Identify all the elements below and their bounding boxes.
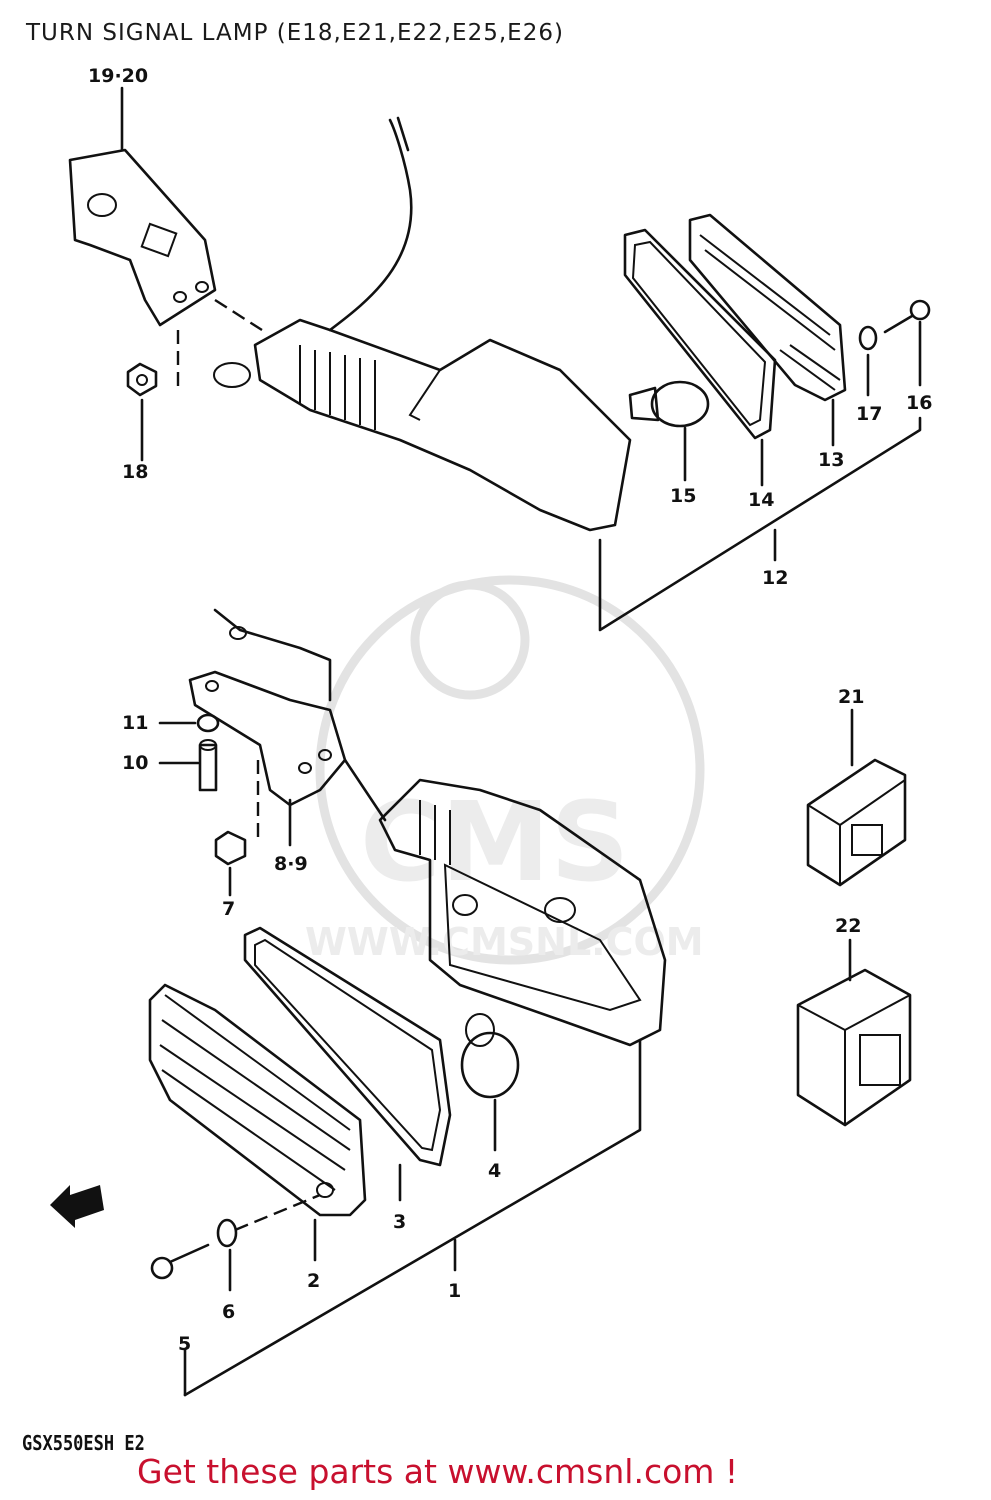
bulb-4: [460, 1013, 520, 1099]
gasket-3: [243, 926, 452, 1167]
label-1: 1: [448, 1280, 461, 1302]
turn-signal-body-upper: [213, 116, 632, 532]
label-22: 22: [835, 915, 861, 937]
screw-5: [150, 1243, 210, 1280]
label-4: 4: [488, 1160, 501, 1182]
label-8-9: 8·9: [274, 853, 308, 875]
label-7: 7: [222, 898, 235, 920]
bolt-10: [198, 739, 218, 792]
label-14: 14: [748, 489, 774, 511]
label-2: 2: [307, 1270, 320, 1292]
nut-7: [214, 830, 247, 866]
screw-16: [883, 299, 931, 334]
label-21: 21: [838, 686, 864, 708]
label-3: 3: [393, 1211, 406, 1233]
washer-6: [216, 1218, 238, 1248]
label-12: 12: [762, 567, 788, 589]
bulb-15: [628, 380, 710, 428]
washer-11: [196, 713, 220, 733]
washer-17: [858, 325, 878, 351]
mounting-bracket-lower: [188, 608, 347, 807]
label-19-20: 19·20: [88, 65, 148, 87]
label-16: 16: [906, 392, 932, 414]
relay-22: [796, 968, 912, 1127]
lens-13: [688, 213, 847, 402]
front-arrow-icon: [50, 1185, 104, 1228]
mounting-bracket-upper: [68, 148, 217, 327]
label-13: 13: [818, 449, 844, 471]
nut-18: [126, 362, 158, 397]
gasket-14: [623, 228, 777, 440]
cmsnl-watermark: CMS WWW.CMSNL.COM: [305, 575, 705, 965]
relay-21: [806, 758, 907, 887]
label-17: 17: [856, 403, 882, 425]
model-code: GSX550ESH E2: [22, 1432, 145, 1456]
label-6: 6: [222, 1301, 235, 1323]
turn-signal-body-lower: [343, 758, 667, 1047]
footer-link[interactable]: Get these parts at www.cmsnl.com !: [137, 1452, 739, 1491]
label-10: 10: [122, 752, 148, 774]
page-title: TURN SIGNAL LAMP (E18,E21,E22,E25,E26): [26, 20, 564, 46]
label-11: 11: [122, 712, 148, 734]
lens-2: [148, 983, 367, 1217]
label-5: 5: [178, 1333, 191, 1355]
label-15: 15: [670, 485, 696, 507]
watermark-url: WWW.CMSNL.COM: [305, 920, 704, 964]
label-18: 18: [122, 461, 148, 483]
watermark-brand: CMS: [360, 778, 629, 906]
